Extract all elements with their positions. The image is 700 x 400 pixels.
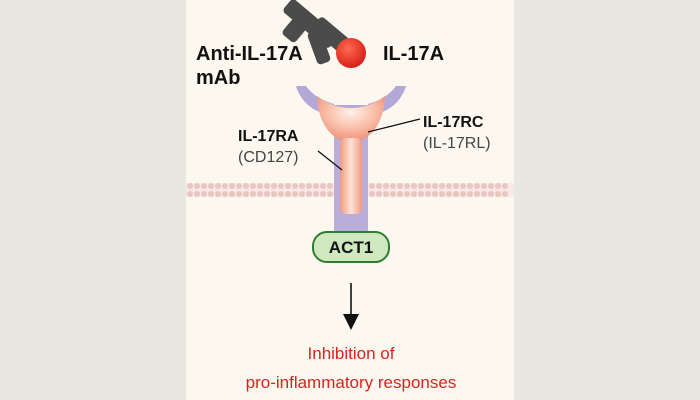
lipid-head (474, 191, 480, 197)
lipid-head (397, 183, 403, 189)
outcome-line2: pro-inflammatory responses (246, 373, 457, 392)
lipid-head (369, 191, 375, 197)
lipid-head (446, 191, 452, 197)
lipid-head (369, 183, 375, 189)
lipid-head (257, 183, 263, 189)
lipid-head (208, 191, 214, 197)
lipid-head (201, 183, 207, 189)
outcome-line1: Inhibition of (308, 344, 395, 363)
il17ra-alias-label: (CD127) (238, 149, 298, 166)
lipid-head (376, 191, 382, 197)
lipid-head (418, 191, 424, 197)
lipid-head (397, 191, 403, 197)
lipid-head (495, 183, 501, 189)
lipid-head (320, 183, 326, 189)
lipid-head (376, 183, 382, 189)
lipid-head (306, 191, 312, 197)
lipid-head (229, 183, 235, 189)
lipid-head (271, 183, 277, 189)
lipid-head (460, 183, 466, 189)
lipid-head (313, 183, 319, 189)
lipid-head (299, 191, 305, 197)
lipid-head (439, 183, 445, 189)
lipid-head (411, 183, 417, 189)
mab-label-line2: mAb (196, 67, 240, 89)
il17rc-leader-line (367, 118, 421, 133)
lipid-head (292, 183, 298, 189)
lipid-head (495, 191, 501, 197)
lipid-head (194, 191, 200, 197)
lipid-head (453, 191, 459, 197)
lipid-head (285, 183, 291, 189)
lipid-head (271, 191, 277, 197)
lipid-head (264, 191, 270, 197)
lipid-head (229, 191, 235, 197)
lipid-head (292, 191, 298, 197)
lipid-head (502, 191, 508, 197)
il17rc-name-label: IL-17RC (423, 114, 484, 131)
mab-label-line1: Anti-IL-17A (196, 43, 303, 65)
lipid-head (306, 183, 312, 189)
lipid-head (222, 183, 228, 189)
lipid-head (194, 183, 200, 189)
il17ra-name-label: IL-17RA (238, 128, 299, 145)
lipid-head (236, 183, 242, 189)
lipid-head (446, 183, 452, 189)
lipid-head (243, 183, 249, 189)
lipid-head (404, 191, 410, 197)
lipid-head (208, 183, 214, 189)
lipid-head (439, 191, 445, 197)
lipid-head (481, 191, 487, 197)
lipid-head (215, 183, 221, 189)
lipid-head (264, 183, 270, 189)
lipid-head (278, 183, 284, 189)
lipid-head (467, 183, 473, 189)
il17rc-receptor (317, 96, 385, 214)
lipid-head (474, 183, 480, 189)
lipid-head (383, 183, 389, 189)
lipid-head (201, 191, 207, 197)
lipid-head (278, 191, 284, 197)
il17ra-leader-line (317, 150, 343, 171)
lipid-head (488, 183, 494, 189)
lipid-head (187, 191, 193, 197)
lipid-head (502, 183, 508, 189)
lipid-head (187, 183, 193, 189)
lipid-head (432, 183, 438, 189)
act1-label: ACT1 (329, 238, 373, 257)
lipid-head (327, 191, 333, 197)
lipid-head (453, 183, 459, 189)
lipid-head (460, 191, 466, 197)
lipid-head (404, 183, 410, 189)
il17a-label: IL-17A (383, 43, 444, 65)
lipid-head (250, 183, 256, 189)
lipid-head (327, 183, 333, 189)
lipid-head (243, 191, 249, 197)
lipid-head (425, 191, 431, 197)
lipid-head (320, 191, 326, 197)
lipid-head (285, 191, 291, 197)
ligand-sphere-icon (336, 38, 366, 68)
lipid-head (390, 183, 396, 189)
lipid-head (250, 191, 256, 197)
lipid-head (222, 191, 228, 197)
lipid-head (215, 191, 221, 197)
lipid-head (257, 191, 263, 197)
lipid-head (390, 191, 396, 197)
lipid-head (299, 183, 305, 189)
lipid-head (236, 191, 242, 197)
membrane-lipid-heads (187, 183, 508, 197)
lipid-head (488, 191, 494, 197)
lipid-head (313, 191, 319, 197)
lipid-head (418, 183, 424, 189)
lipid-head (411, 191, 417, 197)
lipid-head (467, 191, 473, 197)
lipid-head (481, 183, 487, 189)
il17rc-alias-label: (IL-17RL) (423, 135, 491, 152)
lipid-head (432, 191, 438, 197)
lipid-head (425, 183, 431, 189)
act1-box (312, 231, 390, 263)
lipid-head (383, 191, 389, 197)
